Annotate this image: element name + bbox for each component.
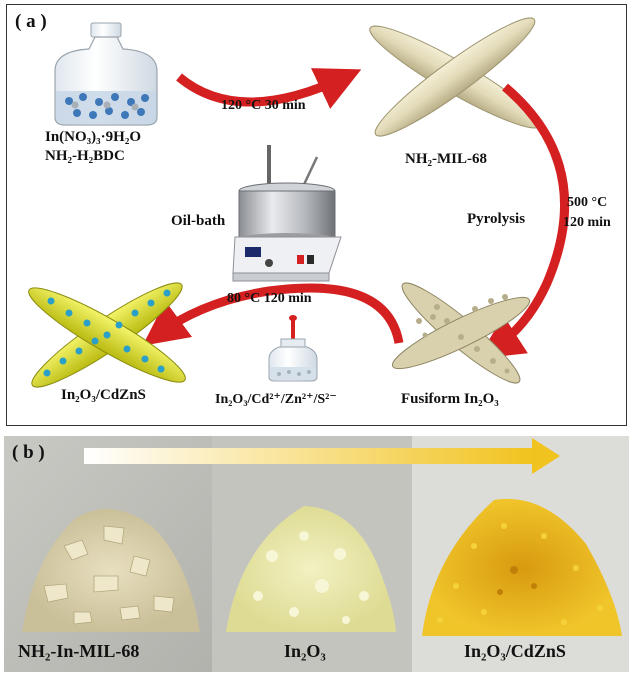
in2o3-cdzns-spindles-icon — [28, 282, 186, 388]
progression-arrow-icon — [84, 438, 560, 474]
precursor-label: In₂O₃/Cd²⁺/Zn²⁺/S²⁻ — [215, 392, 337, 407]
sample-label-3: In₂O₃/CdZnS — [464, 641, 566, 661]
sample-label-2: In₂O₃ — [284, 641, 326, 661]
step2-temp: 500 °C — [567, 195, 608, 210]
powder-nh2-in-mil-68 — [22, 509, 200, 632]
reagent-label-1: In(NO₃)₃·9H₂O — [45, 129, 141, 145]
step2-time: 120 min — [563, 215, 611, 230]
sample-label-1: NH₂-In-MIL-68 — [18, 641, 140, 661]
nh2-mil-68-spindles-icon — [369, 17, 541, 137]
reagent-bottle-icon — [54, 22, 158, 126]
oil-bath-stirrer-icon — [232, 145, 342, 282]
panel-b-powder-photos: ( b ) NH₂-In-MIL-68 In₂O₃ In₂O₃/CdZnS — [4, 436, 629, 672]
arrow-pyrolysis — [477, 83, 570, 359]
arrow-growth — [142, 283, 404, 346]
product2-label: Fusiform In₂O₃ — [401, 391, 499, 407]
panel-b-label: ( b ) — [12, 442, 45, 463]
panel-a-synthesis-scheme: ( a ) In(NO₃)₃·9H₂O NH₂-H₂BDC 120 °C 30 … — [6, 4, 627, 426]
pyrolysis-label: Pyrolysis — [467, 211, 526, 227]
reagent-label-2: NH₂-H₂BDC — [45, 148, 125, 164]
step3-conditions: 80 °C 120 min — [227, 291, 312, 306]
product3-label: In₂O₃/CdZnS — [61, 387, 146, 403]
arrow-solvothermal — [176, 68, 362, 109]
product1-label: NH₂-MIL-68 — [405, 151, 487, 167]
powder-photos-graphics — [4, 436, 629, 672]
scheme-graphics — [28, 17, 570, 388]
powder-in2o3 — [226, 506, 396, 632]
fusiform-in2o3-spindles-icon — [391, 282, 531, 384]
dropper-bottle-icon — [268, 315, 318, 382]
panel-a-label: ( a ) — [15, 11, 47, 32]
step1-conditions: 120 °C 30 min — [221, 98, 306, 113]
oil-bath-label: Oil-bath — [171, 213, 226, 229]
powder-in2o3-cdzns — [422, 498, 622, 636]
